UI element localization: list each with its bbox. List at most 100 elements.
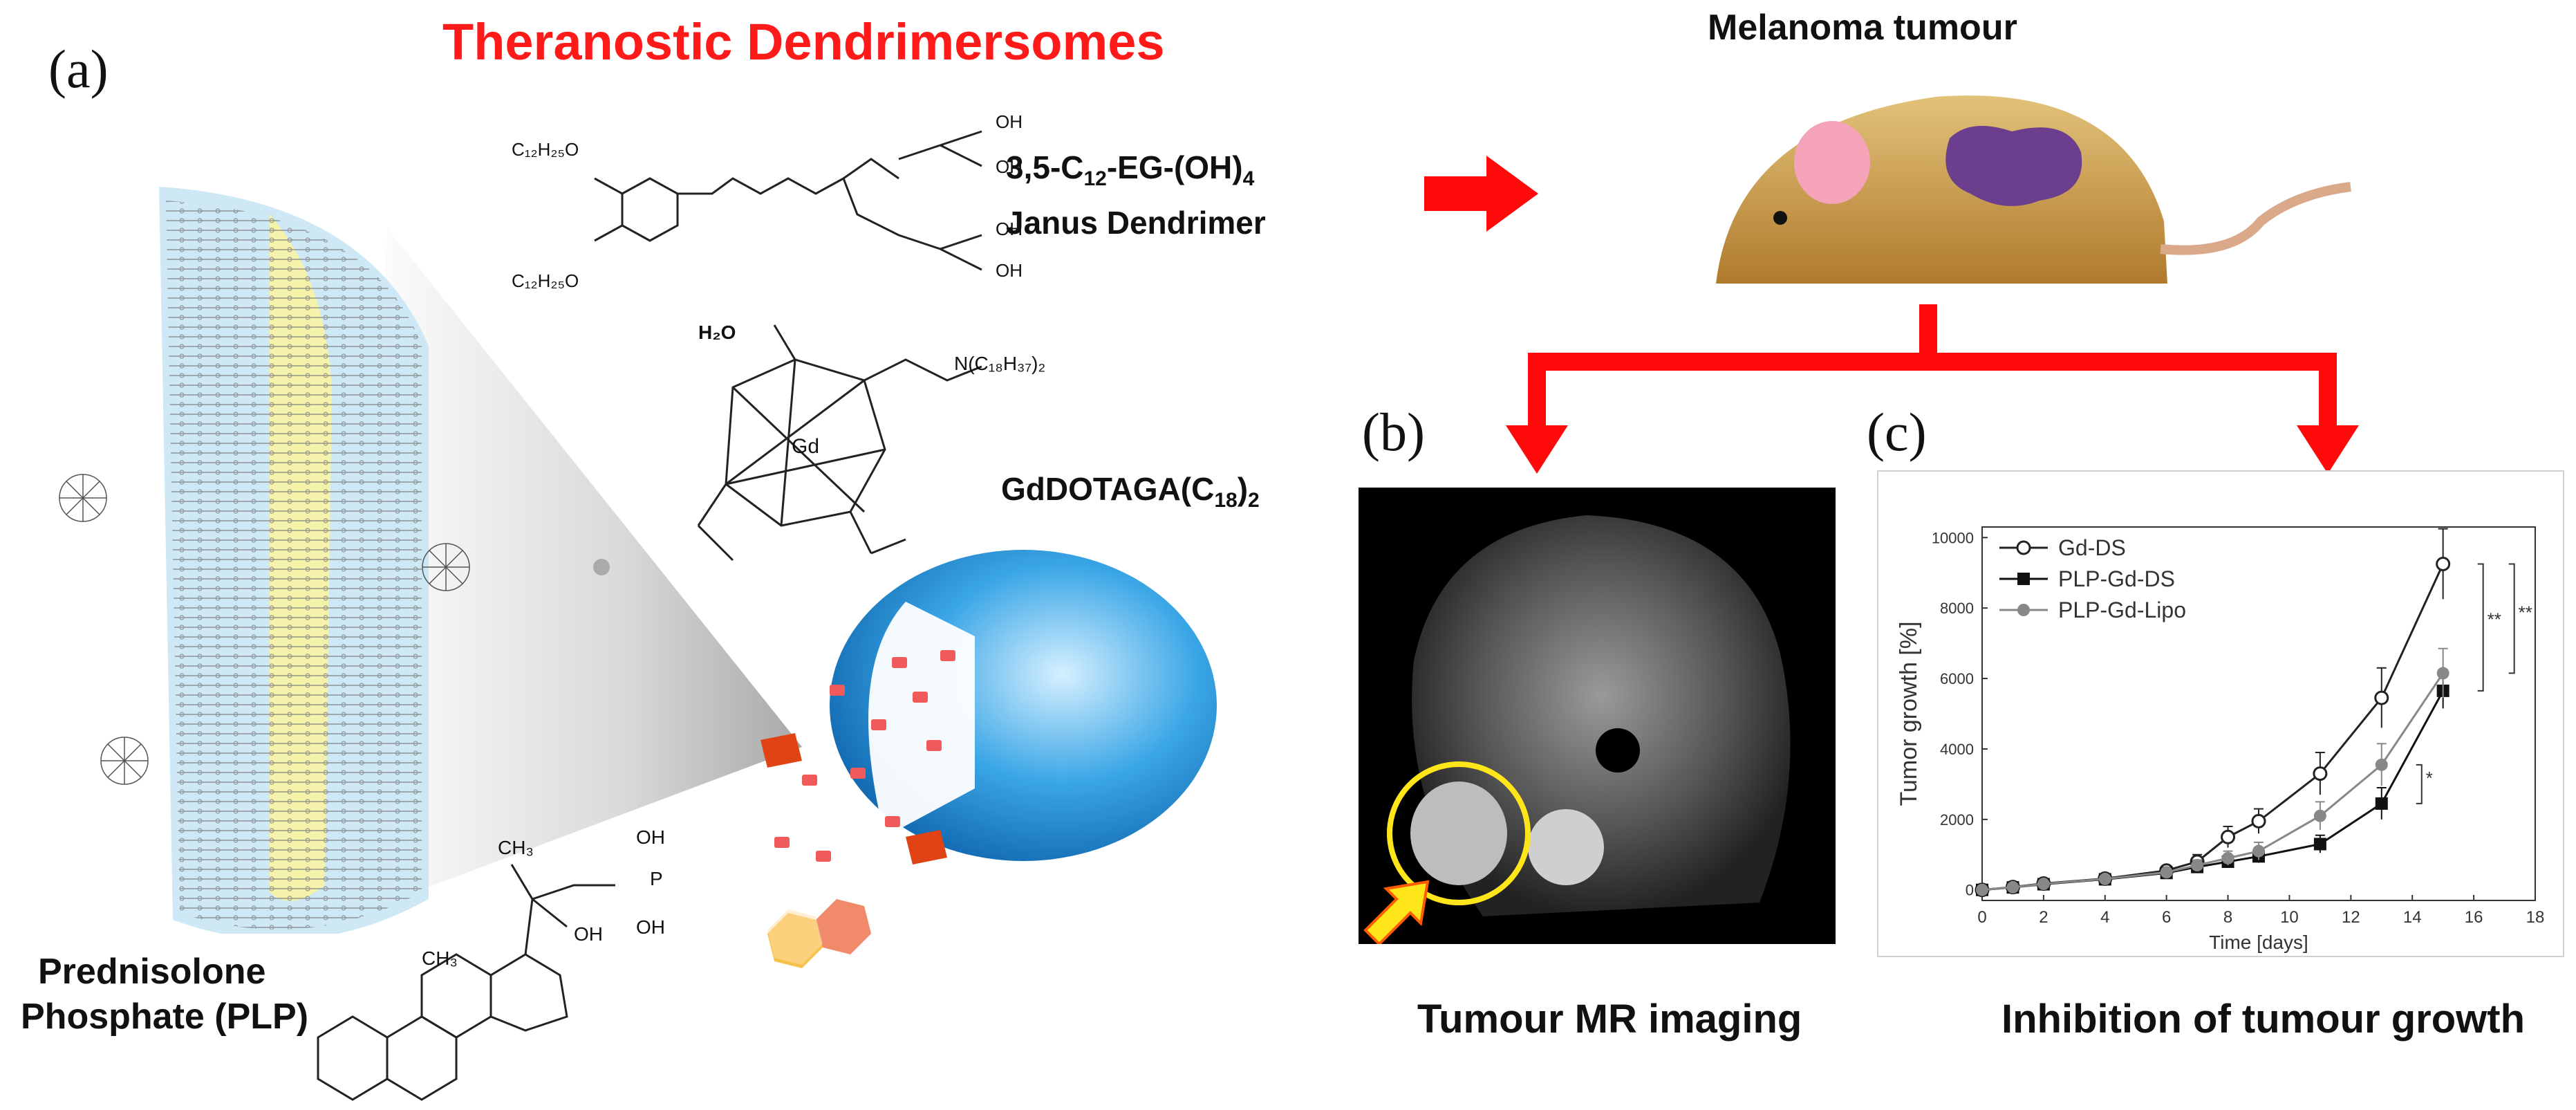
mouse-body xyxy=(1716,95,2167,284)
sig-label: * xyxy=(2426,768,2433,788)
mouse-ear xyxy=(1794,121,1870,204)
data-point xyxy=(2374,690,2389,705)
legend-marker xyxy=(2017,604,2030,616)
x-tick-label: 12 xyxy=(2342,908,2360,927)
sig-bracket xyxy=(2477,563,2484,692)
legend-label: PLP-Gd-DS xyxy=(2058,566,2175,591)
chem-oh-steroid: OH xyxy=(574,923,603,945)
x-tick-label: 2 xyxy=(2039,908,2048,927)
data-point xyxy=(2375,797,2388,810)
chem-ch3-b: CH₃ xyxy=(422,947,458,969)
x-axis-label: Time [days] xyxy=(2209,932,2308,953)
y-axis-label: Tumor growth [%] xyxy=(1896,621,1922,806)
data-point xyxy=(2160,866,2173,879)
drug-particles xyxy=(774,650,955,862)
mr-bright-structure xyxy=(1528,809,1604,885)
plp-label-1: Prednisolone xyxy=(38,952,266,992)
zoom-cone xyxy=(360,228,802,913)
gd-dotaga-structure: H₂O N(C₁₈H₃₇)₂ Gd xyxy=(697,322,1045,562)
data-point xyxy=(2191,859,2204,872)
mr-image xyxy=(1359,488,1836,944)
sig-bracket xyxy=(2508,563,2515,674)
panel-b-letter: (b) xyxy=(1362,402,1425,462)
lipid-chains xyxy=(166,201,422,929)
x-tick-label: 6 xyxy=(2162,908,2171,927)
chem-oh-p1: OH xyxy=(636,826,665,848)
chem-ch3-a: CH₃ xyxy=(498,837,534,858)
x-tick-label: 18 xyxy=(2526,908,2545,927)
data-point xyxy=(2221,829,2236,844)
chem-c12-bottom: C₁₂H₂₅O xyxy=(512,270,579,291)
data-point xyxy=(2436,556,2451,571)
melanoma-tumour xyxy=(1945,126,2082,206)
series-line-PLP-Gd-DS xyxy=(1981,690,2444,891)
x-tick-label: 14 xyxy=(2403,908,2422,927)
chem-oh-3: OH xyxy=(996,219,1023,239)
branch-arrows xyxy=(1506,304,2359,474)
mr-tumour-region xyxy=(1410,781,1507,885)
y-tick-label: 8000 xyxy=(1940,600,1974,617)
y-tick-label: 0 xyxy=(1966,882,1974,899)
data-point xyxy=(2252,844,2265,858)
x-tick-label: 4 xyxy=(2100,908,2109,927)
panel-b-caption: Tumour MR imaging xyxy=(1417,997,1802,1042)
x-tick-label: 8 xyxy=(2223,908,2232,927)
panel-c-letter: (c) xyxy=(1867,402,1927,462)
mouse-eye xyxy=(1773,211,1787,225)
series-line-Gd-DS xyxy=(1981,563,2445,891)
vesicle-illustration xyxy=(760,550,1217,968)
legend-label: Gd-DS xyxy=(2058,535,2126,560)
mouse-tail xyxy=(2160,182,2351,255)
plot-area xyxy=(1981,526,2536,901)
tumour-highlight-circle xyxy=(1387,761,1531,905)
chem-oh-4: OH xyxy=(996,260,1023,281)
panel-a-title: Theranostic Dendrimersomes xyxy=(442,13,1165,71)
sig-bracket xyxy=(2416,764,2423,804)
chem-gd: Gd xyxy=(792,435,819,458)
x-tick-label: 16 xyxy=(2465,908,2483,927)
legend-label: PLP-Gd-Lipo xyxy=(2058,598,2186,622)
data-point xyxy=(2313,838,2326,851)
plp-label-2: Phosphate (PLP) xyxy=(21,997,309,1037)
data-point xyxy=(2221,851,2234,864)
right-arrow xyxy=(1424,156,1538,232)
chem-oh-1: OH xyxy=(996,111,1023,132)
tumour-pointer-arrow xyxy=(1363,880,1430,944)
data-point xyxy=(1976,883,1988,896)
janus-dendrimer-structure: C₁₂H₂₅O C₁₂H₂₅O OH OH OH OH xyxy=(512,111,1023,291)
legend-marker xyxy=(2017,573,2030,585)
chem-phosphorus: P xyxy=(650,868,663,889)
data-point xyxy=(2436,667,2449,680)
sig-label: ** xyxy=(2488,609,2501,630)
y-tick-label: 6000 xyxy=(1940,670,1974,687)
drug-molecule-icon xyxy=(767,899,871,968)
x-tick-label: 0 xyxy=(1977,908,1986,927)
janus-dendrimer-label-2: Janus Dendrimer xyxy=(1006,205,1266,241)
y-tick-label: 4000 xyxy=(1940,741,1974,758)
data-point xyxy=(2313,809,2326,822)
x-tick-label: 10 xyxy=(2280,908,2299,927)
data-point xyxy=(2251,813,2266,829)
data-point xyxy=(2098,872,2111,885)
data-point xyxy=(2375,758,2388,771)
legend-marker xyxy=(2016,540,2031,555)
data-point xyxy=(2313,766,2328,781)
mr-dark-structure xyxy=(1596,728,1640,773)
janus-dendrimer-label-1: 3,5-C12-EG-(OH)4 xyxy=(1006,149,1255,191)
panel-a-letter: (a) xyxy=(48,39,109,99)
mouse-illustration xyxy=(1716,95,2351,284)
chem-c12-top: C₁₂H₂₅O xyxy=(512,139,579,160)
y-tick-label: 2000 xyxy=(1940,811,1974,829)
gd-complex-icons xyxy=(59,474,470,785)
mr-body-section xyxy=(1412,515,1791,916)
plp-structure: CH₃ CH₃ OH P OH OH xyxy=(317,826,665,1101)
sig-label: ** xyxy=(2519,602,2532,622)
data-point xyxy=(2037,878,2050,891)
tumour-title: Melanoma tumour xyxy=(1708,8,2017,48)
panel-c-caption: Inhibition of tumour growth xyxy=(2001,997,2526,1042)
gd-dotaga-label: GdDOTAGA(C18)2 xyxy=(1001,471,1260,512)
membrane-illustration xyxy=(59,187,802,934)
